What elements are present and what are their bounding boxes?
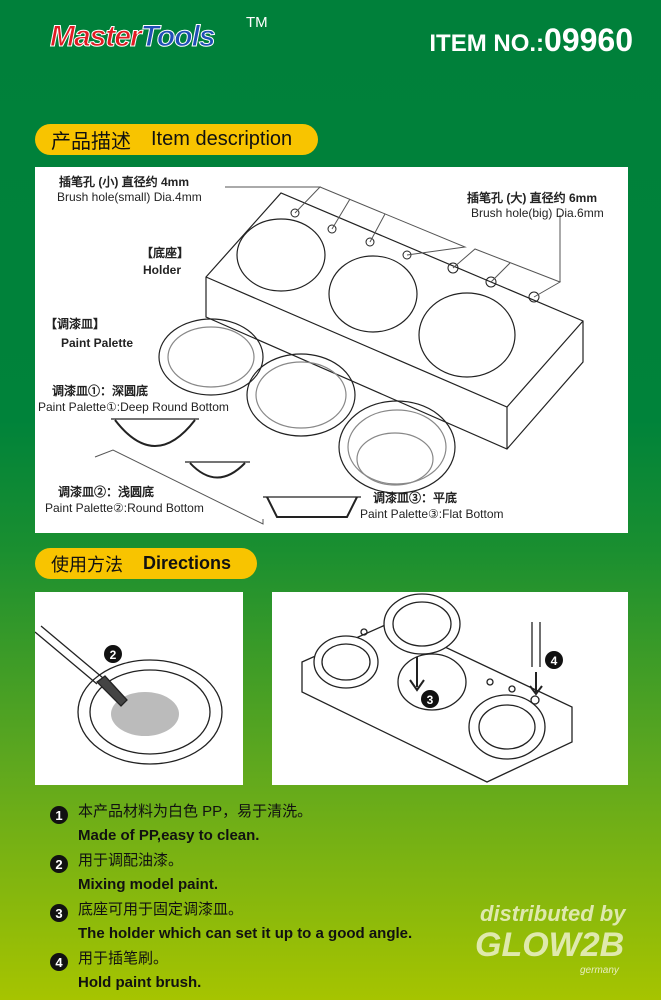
step-number: 4 (50, 953, 68, 971)
palette1-label-en: Paint Palette①:Deep Round Bottom (38, 400, 229, 414)
step-number: 2 (50, 855, 68, 873)
direction-step: 3 底座可用于固定调漆皿。 The holder which can set it … (50, 898, 412, 947)
palette2-label-en: Paint Palette②:Round Bottom (45, 501, 204, 515)
svg-text:3: 3 (427, 693, 434, 707)
big-hole-label-cn: 插笔孔 (大) 直径约 6mm (467, 191, 598, 205)
directions-list: 1 本产品材料为白色 PP，易于清洗。 Made of PP,easy to cle… (50, 800, 412, 996)
svg-text:2: 2 (110, 648, 117, 662)
direction-step: 1 本产品材料为白色 PP，易于清洗。 Made of PP,easy to cle… (50, 800, 412, 849)
small-hole-label-cn: 插笔孔 (小) 直径约 4mm (59, 175, 190, 189)
direction-step: 2 用于调配油漆。 Mixing model paint. (50, 849, 412, 898)
step-text-cn: 用于调配油漆。 (78, 852, 184, 869)
step-number: 3 (50, 904, 68, 922)
item-number: ITEM NO.:09960 (429, 22, 633, 58)
small-hole-label-en: Brush hole(small) Dia.4mm (57, 190, 202, 204)
step-text-en: Made of PP,easy to clean. (78, 827, 260, 844)
master-tools-logo: MasterTools (50, 20, 217, 54)
step-text-en: Mixing model paint. (78, 876, 219, 893)
trademark: TM (246, 14, 268, 31)
step-text-en: The holder which can set it up to a good… (78, 925, 413, 942)
holder-usage-illustration: 3 4 (301, 593, 573, 783)
distributor-country: germany (580, 965, 619, 976)
direction-step: 4 用于插笔刷。 Hold paint brush. (50, 947, 412, 996)
palette2-label-cn: 调漆皿②：浅圆底 (58, 485, 155, 499)
palette3-label-cn: 调漆皿③：平底 (373, 491, 458, 505)
direction-image-holder: 3 4 (272, 592, 628, 785)
palette-label-en: Paint Palette (61, 336, 134, 350)
svg-text:4: 4 (551, 654, 558, 668)
step-text-cn: 本产品材料为白色 PP，易于清洗。 (78, 803, 313, 820)
holder-label-en: Holder (143, 263, 182, 277)
step-text-en: Hold paint brush. (78, 974, 202, 991)
step-text-cn: 用于插笔刷。 (78, 950, 169, 967)
palette3-label-en: Paint Palette③:Flat Bottom (360, 507, 504, 521)
step-number: 1 (50, 806, 68, 824)
holder-palette-illustration (94, 186, 584, 525)
palette-label-cn: 【调漆皿】 (45, 317, 106, 331)
direction-image-mixing: 2 (34, 592, 243, 785)
glow2b-logo: GLOW2B (475, 926, 625, 964)
holder-label-cn: 【底座】 (141, 246, 190, 260)
step-text-cn: 底座可用于固定调漆皿。 (78, 901, 244, 918)
item-diagram: 插笔孔 (小) 直径约 4mm Brush hole(small) Dia.4m… (35, 167, 628, 533)
distributor-text: distributed by (480, 901, 626, 926)
big-hole-label-en: Brush hole(big) Dia.6mm (471, 206, 604, 220)
palette1-label-cn: 调漆皿①：深圆底 (52, 384, 149, 398)
brush-mixing-illustration: 2 (34, 625, 223, 765)
